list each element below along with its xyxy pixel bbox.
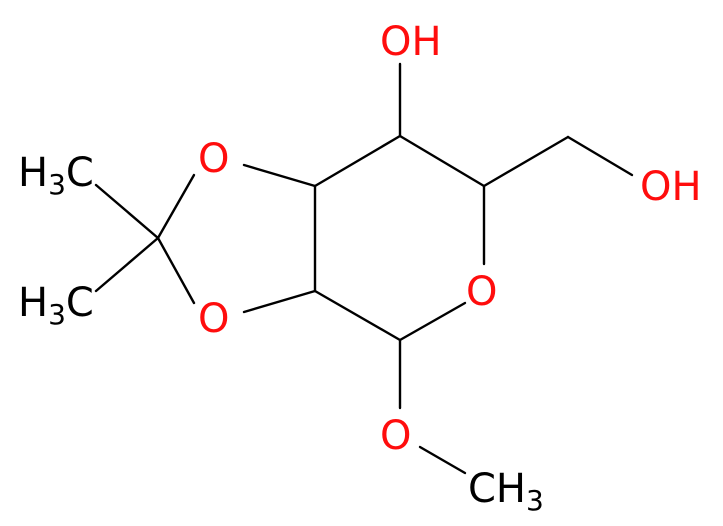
bond-c1-c7a [313,289,402,342]
label-o-dioxolane-bottom: O [198,296,229,342]
label-o-methoxy: O [380,413,411,459]
label-methoxy-carbon: CH3 [468,466,544,517]
label-o-dioxolane-top: O [198,136,229,182]
bond-c7a-o [242,289,317,314]
bond-c4-ch2 [482,135,570,188]
label-methyl-upper: H3C [18,150,94,201]
label-oh-right: OH [640,164,702,210]
bond-o-cq-top [156,173,196,240]
bonds [94,62,634,475]
label-o-ring: O [466,269,497,315]
bond-oring-c1 [398,301,467,342]
bond-o-cq-bottom [156,236,196,305]
bond-c3-c3a [313,134,402,188]
bond-c3-c4 [398,134,486,188]
label-oh-top: OH [380,19,442,65]
bond-cq-methyl-lower [94,236,160,293]
bond-c3a-o [242,163,317,188]
label-methyl-lower: H3C [18,280,94,331]
bond-ch2-oh [566,135,634,177]
bond-cq-methyl-upper [94,183,160,240]
bond-omethoxy-ch3 [418,445,467,475]
